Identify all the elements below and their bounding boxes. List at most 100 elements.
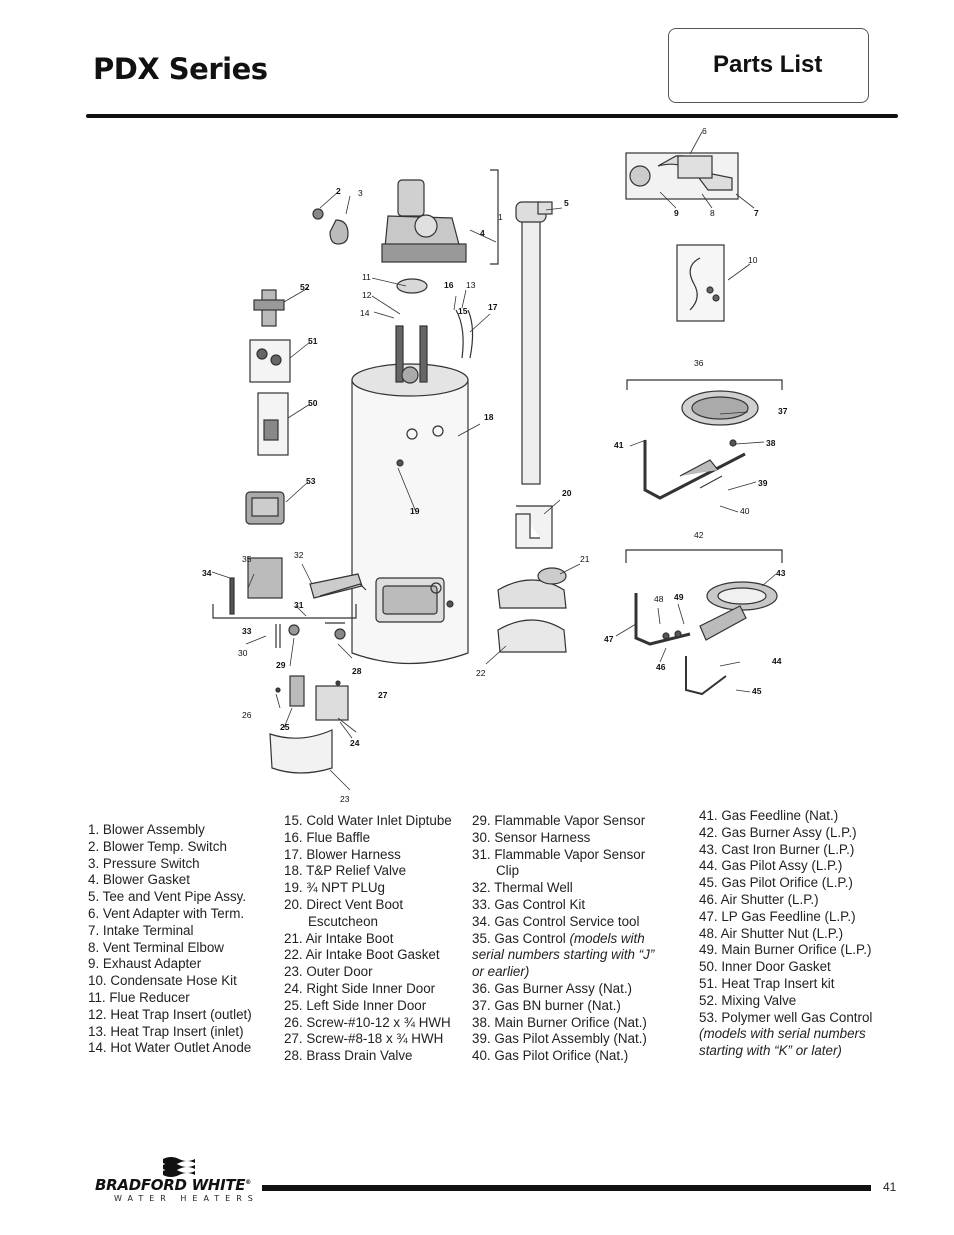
footer-rule — [262, 1185, 871, 1191]
vent-pipe — [515, 201, 553, 485]
callout-10: 10 — [748, 255, 758, 265]
part-item: 33. Gas Control Kit — [472, 896, 586, 912]
series-title: PDX Series — [93, 52, 268, 86]
part-item: 24. Right Side Inner Door — [284, 980, 436, 996]
part-note: or earlier) — [472, 964, 530, 980]
callout-5: 5 — [564, 198, 569, 208]
callout-32: 32 — [294, 550, 304, 560]
callout-17: 17 — [488, 302, 498, 312]
part-item: 25. Left Side Inner Door — [284, 997, 427, 1013]
callout-50: 50 — [308, 398, 318, 408]
exploded-parts-diagram: 1 2 3 4 5 6 7 8 9 10 11 12 13 14 15 16 1… — [202, 126, 788, 804]
heat-trap-insert-kit — [249, 339, 291, 383]
callout-40: 40 — [740, 506, 750, 516]
callout-36: 36 — [694, 358, 704, 368]
part-item: 29. Flammable Vapor Sensor — [472, 813, 646, 828]
part-item: 40. Gas Pilot Orifice (Nat.) — [472, 1048, 629, 1064]
part-item: 12. Heat Trap Insert (outlet) — [88, 1006, 252, 1022]
part-item: 42. Gas Burner Assy (L.P.) — [699, 824, 857, 840]
part-note: starting with “K” or later) — [699, 1043, 842, 1059]
callout-22: 22 — [476, 668, 486, 678]
part-item: 4. Blower Gasket — [88, 872, 190, 888]
part-item: 35. Gas Control (models with — [472, 930, 645, 946]
part-item: 50. Inner Door Gasket — [699, 959, 831, 975]
callout-38: 38 — [766, 438, 776, 448]
part-item: 27. Screw-#8-18 x ¾ HWH — [284, 1031, 444, 1047]
callout-8: 8 — [710, 208, 715, 218]
part-item: 30. Sensor Harness — [472, 829, 591, 845]
part-item: 43. Cast Iron Burner (L.P.) — [699, 841, 855, 857]
vent-adapter-kit — [625, 152, 739, 200]
callout-52: 52 — [300, 282, 310, 292]
callout-29: 29 — [276, 660, 286, 670]
part-item: 18. T&P Relief Valve — [284, 863, 407, 879]
gas-burner-assy-nat — [643, 390, 759, 500]
callout-41: 41 — [614, 440, 624, 450]
callout-27: 27 — [378, 690, 388, 700]
callout-19: 19 — [410, 506, 420, 516]
part-item: 17. Blower Harness — [284, 846, 401, 862]
part-item: 5. Tee and Vent Pipe Assy. — [88, 889, 247, 905]
blower-assembly — [381, 169, 499, 265]
parts-column-2: 15. Cold Water Inlet Diptube 16. Flue Ba… — [284, 813, 452, 1065]
part-item: 47. LP Gas Feedline (L.P.) — [699, 908, 856, 924]
callout-31: 31 — [294, 600, 304, 610]
brand-name: BRADFORD WHITE® — [95, 1176, 251, 1194]
callout-1: 1 — [498, 212, 503, 222]
air-intake-boot — [497, 505, 567, 653]
part-item: 1. Blower Assembly — [88, 822, 205, 837]
doors — [269, 675, 349, 774]
part-item: 32. Thermal Well — [472, 880, 573, 896]
callout-3: 3 — [358, 188, 363, 198]
callout-24: 24 — [350, 738, 360, 748]
mixing-valve — [253, 289, 285, 327]
part-item-continued: Escutcheon — [308, 913, 378, 929]
callout-51: 51 — [308, 336, 318, 346]
polymer-well-gas-control — [245, 491, 285, 525]
part-item: 8. Vent Terminal Elbow — [88, 939, 224, 955]
callout-7: 7 — [754, 208, 759, 218]
callout-23: 23 — [340, 794, 350, 804]
part-item: 45. Gas Pilot Orifice (L.P.) — [699, 875, 853, 891]
part-note: serial numbers starting with “J” — [472, 947, 655, 963]
part-item: 41. Gas Feedline (Nat.) — [699, 808, 839, 823]
part-item: 46. Air Shutter (L.P.) — [699, 891, 819, 907]
callout-15: 15 — [458, 306, 468, 316]
callout-47: 47 — [604, 634, 614, 644]
part-item: 11. Flue Reducer — [88, 989, 190, 1005]
callout-45: 45 — [752, 686, 762, 696]
callout-48: 48 — [654, 594, 664, 604]
callout-44: 44 — [772, 656, 782, 666]
switches — [312, 208, 349, 245]
part-item: 52. Mixing Valve — [699, 992, 797, 1008]
part-item: 53. Polymer well Gas Control — [699, 1009, 873, 1025]
part-item: 38. Main Burner Orifice (Nat.) — [472, 1014, 647, 1030]
brand-subtitle: WATER HEATERS — [114, 1194, 259, 1203]
part-item: 23. Outer Door — [284, 964, 373, 980]
part-item: 44. Gas Pilot Assy (L.P.) — [699, 858, 843, 874]
part-item: 20. Direct Vent Boot — [284, 896, 404, 912]
callout-12: 12 — [362, 290, 372, 300]
callout-18: 18 — [484, 412, 494, 422]
part-item: 6. Vent Adapter with Term. — [88, 905, 245, 921]
callout-39: 39 — [758, 478, 768, 488]
callout-53: 53 — [306, 476, 316, 486]
page-number: 41 — [883, 1180, 897, 1194]
part-item: 9. Exhaust Adapter — [88, 956, 202, 972]
part-note: (models with — [569, 930, 645, 946]
part-item-continued: Clip — [496, 863, 520, 879]
part-item: 34. Gas Control Service tool — [472, 913, 640, 929]
part-item: 13. Heat Trap Insert (inlet) — [88, 1023, 244, 1039]
part-item: 7. Intake Terminal — [88, 922, 194, 938]
section-title-box: Parts List — [668, 28, 869, 103]
callout-4: 4 — [480, 228, 485, 238]
callout-25: 25 — [280, 722, 290, 732]
section-title: Parts List — [713, 51, 823, 78]
part-item: 19. ¾ NPT PLUg — [284, 880, 385, 896]
condensate-hose-kit — [676, 244, 725, 322]
callout-6: 6 — [702, 126, 707, 136]
callout-9: 9 — [674, 208, 679, 218]
callout-14: 14 — [360, 308, 370, 318]
callout-28: 28 — [352, 666, 362, 676]
